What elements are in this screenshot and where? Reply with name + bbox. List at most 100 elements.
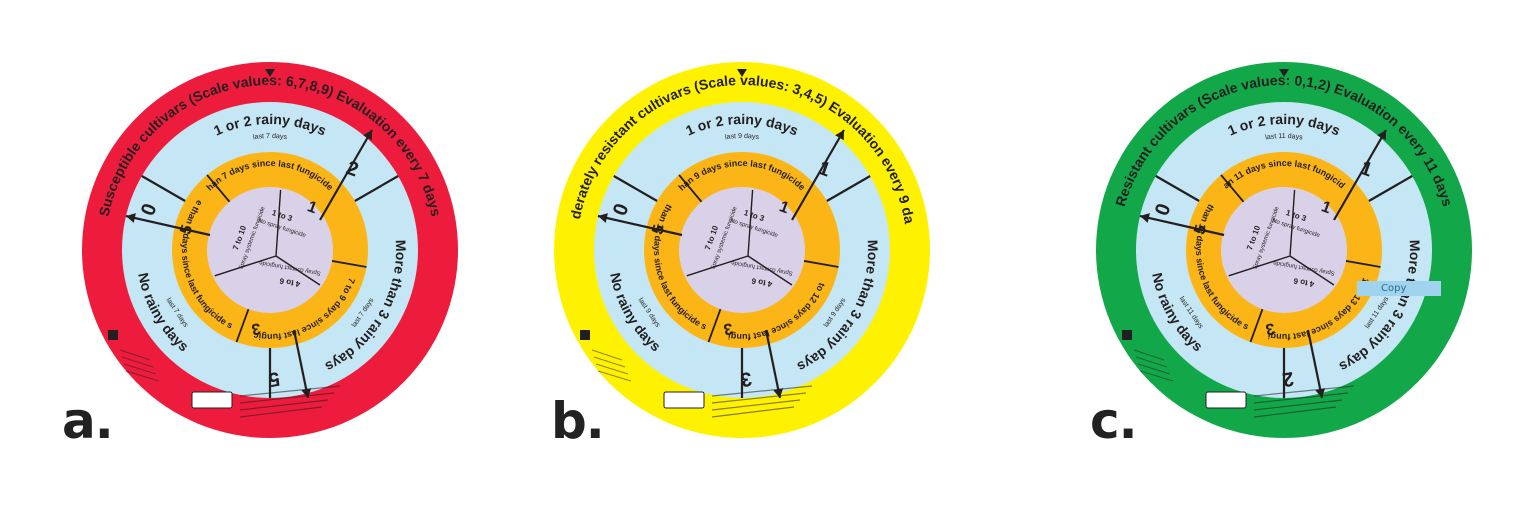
- spray-divider: [1220, 174, 1245, 203]
- center-divider: [686, 255, 749, 277]
- license-badge-icon: [191, 391, 233, 409]
- arrow-bottom-shaft: [764, 329, 782, 399]
- license-badge-icon: [663, 391, 705, 409]
- top-pointer: [737, 69, 747, 77]
- fine-print-line: [711, 406, 795, 418]
- license-badge-icon: [1205, 391, 1247, 409]
- fine-print-line: [591, 349, 623, 361]
- fine-print-line: [239, 399, 329, 411]
- center-divider: [747, 189, 754, 257]
- fine-print-line: [1135, 356, 1168, 368]
- rain-last-days-label-path: last 9 days: [725, 133, 760, 141]
- wheel-susceptible: Susceptible cultivars (Scale values: 6,7…: [75, 52, 460, 440]
- wheel-a-svg: Susceptible cultivars (Scale values: 6,7…: [75, 52, 458, 438]
- wheel-resistant: Resistant cultivars (Scale values: 0,1,2…: [1089, 52, 1474, 440]
- wheel-c-svg: Resistant cultivars (Scale values: 0,1,2…: [1089, 52, 1472, 438]
- center-divider: [214, 255, 277, 277]
- spray-divider: [235, 308, 250, 343]
- arrow-left-shaft: [125, 214, 211, 237]
- fine-print-line: [1253, 392, 1349, 404]
- center-range-3: 4 to 6: [750, 276, 773, 289]
- arrow-left-shaft: [597, 214, 683, 237]
- arrow-bottom-value: 3: [739, 367, 754, 391]
- rain-divider: [354, 175, 399, 202]
- fine-print-line: [593, 356, 626, 368]
- fine-print-line: [119, 349, 151, 361]
- rain-divider: [1155, 175, 1200, 202]
- wheel-moderately-resistant: Moderately resistant cultivars (Scale va…: [546, 47, 932, 440]
- fine-print-line: [711, 385, 813, 397]
- center-range-3: 4 to 6: [1292, 276, 1315, 289]
- fine-print-line: [239, 392, 335, 404]
- fine-print-line: [123, 363, 157, 375]
- rain-last-days-label-path: last 7 days: [253, 133, 288, 141]
- fine-print-line: [125, 370, 160, 382]
- rain-divider: [1368, 175, 1413, 202]
- spray-value-bottom: 3: [250, 319, 262, 337]
- rain-last-days-label: last 11 days: [1265, 133, 1304, 142]
- arrow-top-head: [835, 130, 844, 141]
- center-divider: [275, 255, 321, 286]
- fine-print-line: [239, 406, 323, 418]
- spray-divider: [1249, 308, 1264, 343]
- fine-print-line: [595, 363, 629, 375]
- center-range-3: 4 to 6: [278, 276, 301, 289]
- fine-print-line: [121, 356, 154, 368]
- center-disc: [207, 187, 333, 313]
- copy-tooltip[interactable]: Copy: [1357, 281, 1441, 296]
- fine-print-line: [711, 392, 807, 404]
- top-pointer: [1279, 69, 1289, 77]
- center-divider: [1228, 255, 1291, 277]
- spray-value-bottom: 3: [1264, 319, 1276, 337]
- rain-divider: [613, 175, 658, 202]
- logo-icon: [1122, 330, 1132, 340]
- fine-print-line: [711, 399, 801, 411]
- wheel-b-svg: Moderately resistant cultivars (Scale va…: [546, 47, 930, 438]
- panel-letter-c: c.: [1090, 392, 1138, 450]
- spray-divider: [803, 260, 839, 268]
- fine-print-line: [1253, 406, 1337, 418]
- center-divider: [1289, 255, 1335, 286]
- fine-print-line: [597, 370, 632, 382]
- spray-divider: [678, 174, 703, 203]
- rain-divider: [141, 175, 186, 202]
- arrow-bottom-shaft: [1306, 329, 1324, 399]
- arrow-top-shaft: [319, 129, 373, 221]
- arrow-bottom-value: 5: [267, 367, 282, 391]
- panel-letter-b: b.: [551, 392, 605, 450]
- spray-value-bottom: 3: [722, 319, 734, 337]
- arrow-left-head: [126, 213, 136, 223]
- arrow-left-shaft: [1139, 214, 1225, 237]
- arrow-top-shaft: [1333, 129, 1387, 221]
- panel-letter-a: a.: [62, 392, 114, 450]
- spray-divider: [707, 308, 722, 343]
- center-divider: [1289, 189, 1296, 257]
- rain-last-days-label-path: last 11 days: [1265, 133, 1304, 142]
- top-pointer: [265, 69, 275, 77]
- fine-print-line: [1253, 385, 1355, 397]
- arrow-left-head: [598, 213, 608, 223]
- center-disc: [679, 187, 805, 313]
- fine-print-line: [239, 385, 341, 397]
- arrow-bottom-value: 2: [1281, 367, 1296, 391]
- center-divider: [275, 189, 282, 257]
- spray-divider: [206, 174, 231, 203]
- fine-print-line: [1133, 349, 1165, 361]
- fine-print-line: [1137, 363, 1171, 375]
- arrow-bottom-shaft: [292, 329, 310, 399]
- rain-last-days-label: last 9 days: [725, 133, 760, 141]
- arrow-top-shaft: [791, 129, 845, 221]
- arrow-left-head: [1140, 213, 1150, 223]
- arrow-top-head: [1377, 130, 1386, 141]
- center-divider: [747, 255, 793, 286]
- logo-icon: [108, 330, 118, 340]
- fine-print-line: [1139, 370, 1174, 382]
- spray-divider: [331, 260, 367, 268]
- rain-divider: [826, 175, 871, 202]
- center-disc: [1221, 187, 1347, 313]
- rain-last-days-label: last 7 days: [253, 133, 288, 141]
- logo-icon: [580, 330, 590, 340]
- spray-divider: [1345, 260, 1381, 268]
- arrow-top-head: [363, 130, 372, 141]
